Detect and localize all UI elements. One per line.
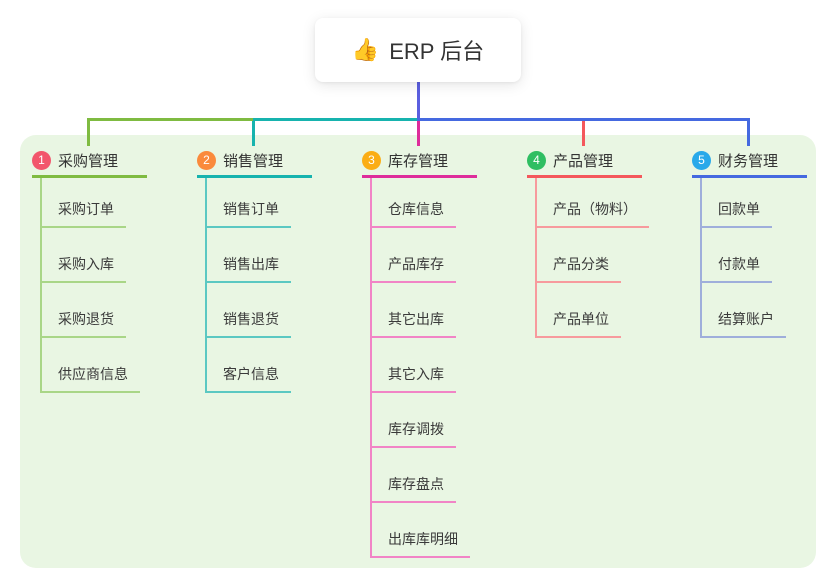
branch-title-finance[interactable]: 5 财务管理 [692,145,807,178]
child-label: 销售出库 [223,256,279,272]
child-node[interactable]: 其它出库 [372,283,456,338]
child-label: 客户信息 [223,366,279,382]
branch-inventory: 3 库存管理 仓库信息产品库存其它出库其它入库库存调拨库存盘点出库库明细 [362,145,477,558]
child-node[interactable]: 库存调拨 [372,393,456,448]
branch-title-purchase[interactable]: 1 采购管理 [32,145,147,178]
child-node[interactable]: 销售订单 [207,178,291,228]
child-label: 其它出库 [388,311,444,327]
child-node[interactable]: 其它入库 [372,338,456,393]
branch-number-badge: 1 [32,150,51,170]
connector-bus-middle [253,118,417,121]
branch-number-badge: 3 [362,150,381,170]
branch-children-inventory: 仓库信息产品库存其它出库其它入库库存调拨库存盘点出库库明细 [370,178,470,558]
child-node[interactable]: 仓库信息 [372,178,456,228]
child-label: 采购入库 [58,256,114,272]
branch-label: 产品管理 [553,152,614,170]
connector-drop-sales [252,121,255,146]
connector-drop-finance [747,121,750,146]
branch-label: 销售管理 [223,152,284,170]
child-label: 出库库明细 [388,531,458,547]
child-label: 回款单 [718,201,760,217]
branch-children-product: 产品（物料） 产品分类产品单位 [535,178,649,338]
child-label: 销售退货 [223,311,279,327]
child-label: 付款单 [718,256,760,272]
branch-children-purchase: 采购订单采购入库采购退货供应商信息 [40,178,140,393]
child-label: 库存调拨 [388,421,444,437]
child-node[interactable]: 供应商信息 [42,338,140,393]
branch-sales: 2 销售管理 销售订单销售出库销售退货客户信息 [197,145,312,393]
child-label: 销售订单 [223,201,279,217]
child-node[interactable]: 采购入库 [42,228,126,283]
thumbs-up-icon: 👍 [351,37,380,62]
connector-drop-purchase [87,121,90,146]
branch-number-badge: 5 [692,150,711,170]
branch-finance: 5 财务管理 回款单付款单结算账户 [692,145,807,338]
background-panel [20,135,816,568]
child-node[interactable]: 回款单 [702,178,772,228]
child-label: 采购退货 [58,311,114,327]
child-label: 产品（物料） [553,201,637,217]
root-label: ERP 后台 [389,39,485,64]
child-node[interactable]: 采购退货 [42,283,126,338]
branch-number-badge: 2 [197,150,216,170]
root-node[interactable]: 👍 ERP 后台 [315,18,521,82]
branch-title-sales[interactable]: 2 销售管理 [197,145,312,178]
branch-purchase: 1 采购管理 采购订单采购入库采购退货供应商信息 [32,145,147,393]
connector-bus-right [417,118,750,121]
child-node[interactable]: 付款单 [702,228,772,283]
child-label: 库存盘点 [388,476,444,492]
child-node[interactable]: 库存盘点 [372,448,456,503]
child-node[interactable]: 采购订单 [42,178,126,228]
branch-label: 库存管理 [388,152,449,170]
child-label: 采购订单 [58,201,114,217]
child-node[interactable]: 客户信息 [207,338,291,393]
child-node[interactable]: 产品库存 [372,228,456,283]
child-node[interactable]: 结算账户 [702,283,786,338]
child-node[interactable]: 销售出库 [207,228,291,283]
child-label: 产品分类 [553,256,609,272]
branch-number-badge: 4 [527,150,546,170]
connector-root [417,82,420,118]
child-label: 产品库存 [388,256,444,272]
branch-label: 财务管理 [718,152,779,170]
connector-drop-product [582,121,585,146]
child-label: 产品单位 [553,311,609,327]
branch-label: 采购管理 [58,152,119,170]
child-label: 结算账户 [718,311,774,327]
child-node[interactable]: 销售退货 [207,283,291,338]
branch-product: 4 产品管理 产品（物料） 产品分类产品单位 [527,145,649,338]
child-node[interactable]: 产品单位 [537,283,621,338]
branch-title-inventory[interactable]: 3 库存管理 [362,145,477,178]
child-label: 仓库信息 [388,201,444,217]
branch-title-product[interactable]: 4 产品管理 [527,145,642,178]
child-label: 其它入库 [388,366,444,382]
branch-children-finance: 回款单付款单结算账户 [700,178,786,338]
child-node[interactable]: 产品分类 [537,228,621,283]
child-node[interactable]: 出库库明细 [372,503,470,558]
connector-drop-inventory [417,121,420,146]
child-node[interactable]: 产品（物料） [537,178,649,228]
child-label: 供应商信息 [58,366,128,382]
connector-bus-left [87,118,253,121]
branch-children-sales: 销售订单销售出库销售退货客户信息 [205,178,291,393]
